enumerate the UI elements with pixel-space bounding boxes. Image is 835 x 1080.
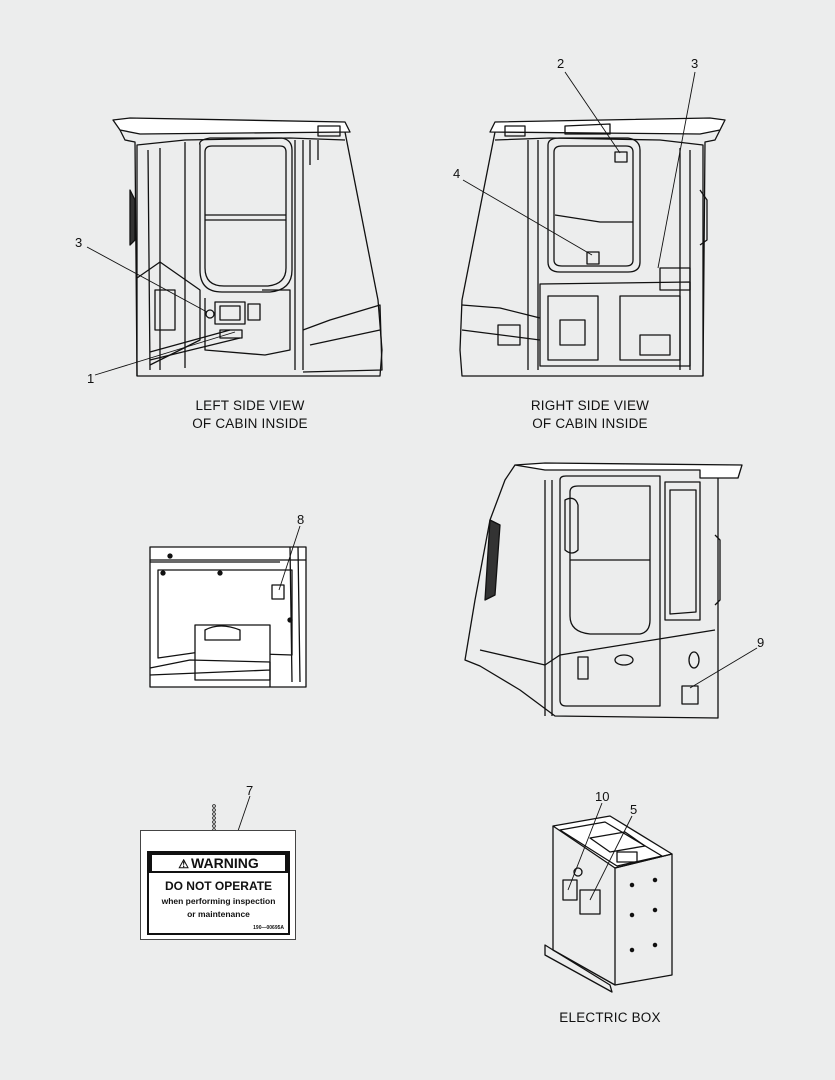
callout-4: 4 [453, 166, 461, 181]
leader-lines [86, 71, 758, 901]
right-cabin-drawing [459, 117, 726, 377]
left-cabin-drawing [112, 117, 383, 377]
callout-3-right: 3 [691, 56, 699, 71]
warning-triangle-icon: ⚠ [178, 857, 190, 871]
warning-line-1: DO NOT OPERATE [164, 879, 273, 893]
warning-header: ⚠WARNING [149, 853, 288, 875]
panel-detail-drawing [149, 546, 307, 688]
warning-lines-2-3: when performing inspection or maintenanc… [149, 895, 288, 921]
callout-8: 8 [297, 512, 305, 527]
callout-5: 5 [630, 802, 638, 817]
left-view-caption: LEFT SIDE VIEW OF CABIN INSIDE [160, 397, 340, 433]
warning-part-code: 190—00695A [253, 925, 284, 931]
left-view-caption-line1: LEFT SIDE VIEW [195, 398, 305, 413]
left-view-caption-line2: OF CABIN INSIDE [192, 416, 308, 431]
callout-9: 9 [757, 635, 765, 650]
right-view-caption: RIGHT SIDE VIEW OF CABIN INSIDE [500, 397, 680, 433]
right-view-caption-line2: OF CABIN INSIDE [532, 416, 648, 431]
cabin-exterior-drawing [464, 462, 743, 719]
right-view-caption-line1: RIGHT SIDE VIEW [530, 398, 650, 413]
callout-2: 2 [557, 56, 565, 71]
callout-1: 1 [87, 371, 95, 386]
warning-header-box: ⚠WARNING [152, 855, 285, 871]
electric-box-caption: ELECTRIC BOX [559, 1010, 661, 1025]
electric-box-drawing [544, 815, 673, 993]
callout-3-left: 3 [75, 235, 83, 250]
callout-7: 7 [246, 783, 254, 798]
warning-line-3: or maintenance [187, 909, 250, 919]
callout-10: 10 [595, 789, 610, 804]
warning-header-text: WARNING [191, 855, 259, 871]
warning-label-frame: ⚠WARNING DO NOT OPERATE when performing … [147, 851, 290, 935]
warning-line-2: when performing inspection [161, 896, 276, 906]
warning-label: ⚠WARNING DO NOT OPERATE when performing … [140, 830, 296, 940]
